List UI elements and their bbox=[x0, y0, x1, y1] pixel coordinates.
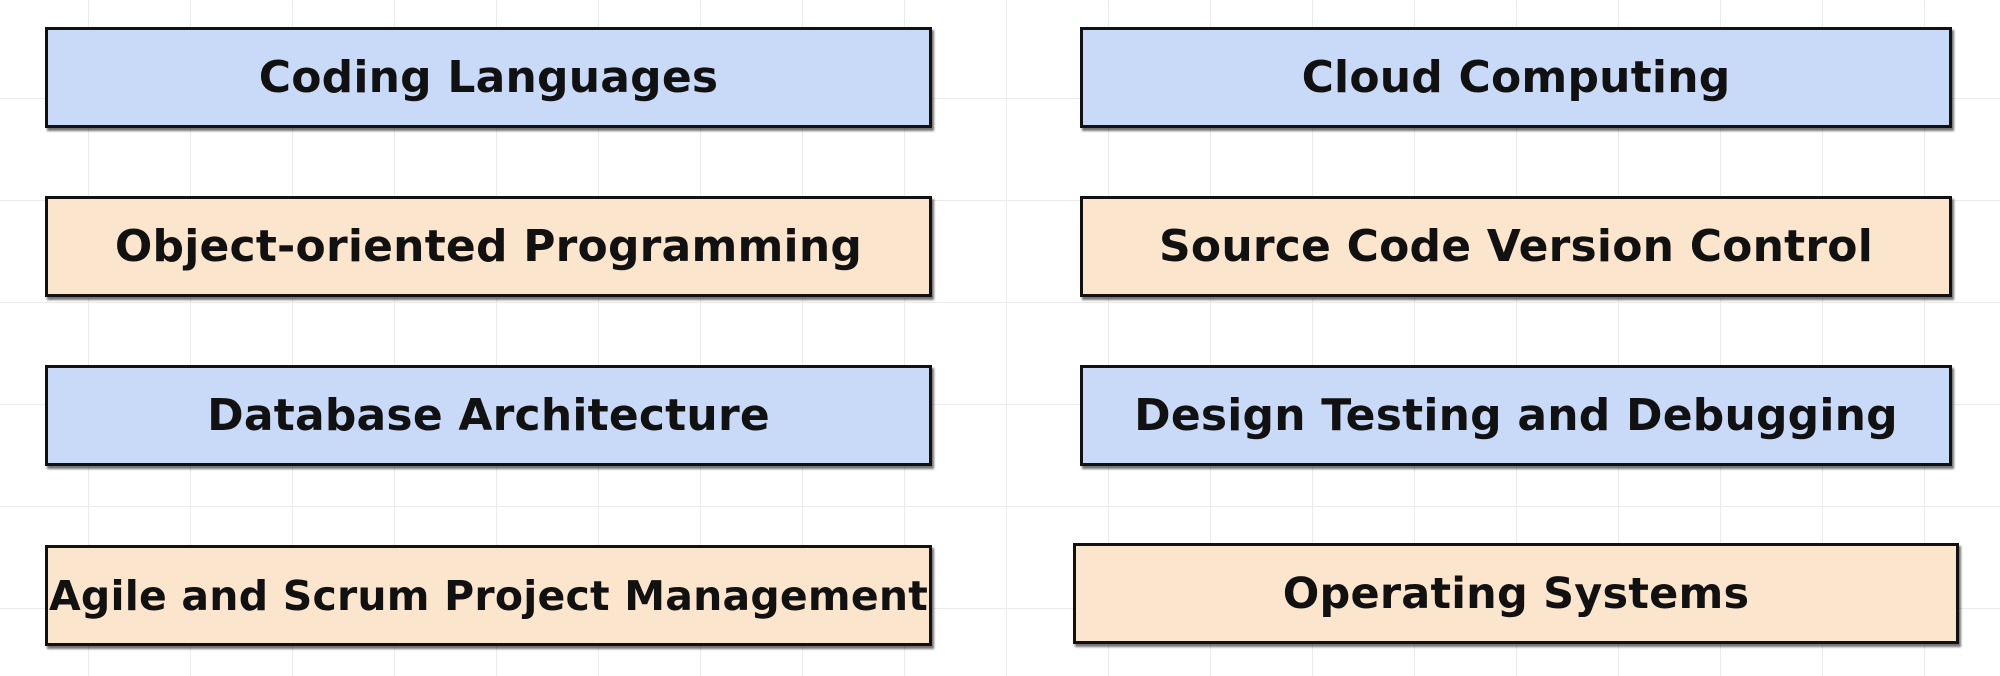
card-operating-systems[interactable]: Operating Systems bbox=[1073, 543, 1959, 644]
card-source-code-version-control[interactable]: Source Code Version Control bbox=[1080, 196, 1952, 297]
card-coding-languages[interactable]: Coding Languages bbox=[45, 27, 932, 128]
card-label: Source Code Version Control bbox=[1159, 221, 1873, 272]
card-cloud-computing[interactable]: Cloud Computing bbox=[1080, 27, 1952, 128]
card-object-oriented-programming[interactable]: Object-oriented Programming bbox=[45, 196, 932, 297]
card-design-testing-and-debugging[interactable]: Design Testing and Debugging bbox=[1080, 365, 1952, 466]
card-database-architecture[interactable]: Database Architecture bbox=[45, 365, 932, 466]
card-label: Database Architecture bbox=[207, 390, 770, 441]
card-label: Operating Systems bbox=[1282, 568, 1750, 619]
card-label: Object-oriented Programming bbox=[114, 221, 863, 272]
card-agile-and-scrum-project-management[interactable]: Agile and Scrum Project Management bbox=[45, 545, 932, 646]
card-label: Cloud Computing bbox=[1301, 52, 1731, 103]
card-label: Agile and Scrum Project Management bbox=[48, 571, 929, 620]
card-label: Coding Languages bbox=[258, 52, 719, 103]
card-label: Design Testing and Debugging bbox=[1134, 390, 1898, 441]
